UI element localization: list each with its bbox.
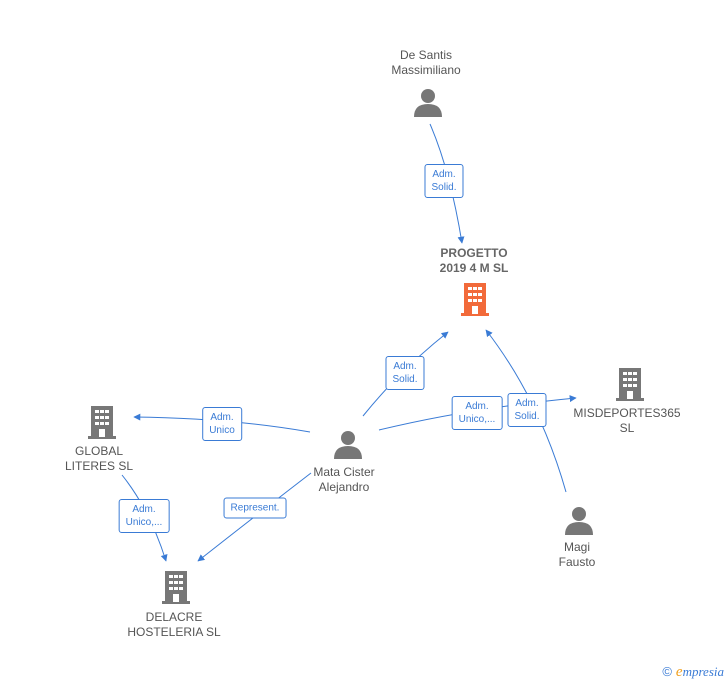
node-name-line2: Fausto: [558, 555, 596, 569]
person-icon[interactable]: [333, 430, 363, 460]
node-name-line1: MISDEPORTES365: [573, 406, 681, 420]
edge-label-magi-progetto[interactable]: Adm. Solid.: [507, 393, 547, 427]
node-name-line1: PROGETTO: [440, 246, 508, 260]
node-label-misdeportes[interactable]: MISDEPORTES365 SL: [573, 406, 680, 436]
node-label-magi[interactable]: Magi Fausto: [559, 540, 596, 570]
brand-initial: e: [675, 664, 683, 680]
edge-role-line2: Solid.: [514, 411, 540, 422]
node-name-line2: Alejandro: [318, 480, 370, 494]
node-name-line2: HOSTELERIA SL: [127, 625, 221, 639]
edge-label-mata-progetto[interactable]: Adm. Solid.: [385, 356, 425, 390]
node-name-line2: SL: [619, 421, 635, 435]
node-label-de-santis[interactable]: De Santis Massimiliano: [391, 48, 460, 78]
edge-mata-delacre: [197, 472, 312, 562]
edge-role-line1: Adm.: [465, 401, 489, 412]
brand-name: mpresia: [682, 664, 724, 679]
node-label-delacre[interactable]: DELACRE HOSTELERIA SL: [127, 610, 220, 640]
edge-role-line2: Solid.: [392, 374, 418, 385]
edge-label-global-delacre[interactable]: Adm. Unico,...: [118, 499, 170, 533]
edge-role-line1: Represent.: [230, 502, 280, 514]
node-label-global[interactable]: GLOBAL LITERES SL: [65, 444, 133, 474]
edge-role-line1: Adm.: [393, 361, 417, 372]
node-label-mata[interactable]: Mata Cister Alejandro: [313, 465, 374, 495]
edge-role-line2: Unico,...: [125, 517, 163, 528]
edge-role-line2: Solid.: [431, 182, 457, 193]
edge-label-mata-global[interactable]: Adm. Unico: [202, 407, 242, 441]
edge-label-desantis-progetto[interactable]: Adm. Solid.: [424, 164, 464, 198]
node-name-line1: Mata Cister: [313, 465, 375, 479]
node-name-line2: Massimiliano: [391, 63, 461, 77]
node-label-progetto[interactable]: PROGETTO 2019 4 M SL: [440, 246, 509, 276]
node-name-line2: LITERES SL: [64, 459, 134, 473]
copyright-icon: ©: [662, 664, 672, 679]
edge-role-line1: Adm.: [515, 398, 539, 409]
edge-role-line1: Adm.: [432, 169, 456, 180]
node-name-line1: GLOBAL: [74, 444, 124, 458]
edge-label-mata-misdeportes[interactable]: Adm. Unico,...: [451, 396, 503, 430]
node-name-line1: Magi: [563, 540, 590, 554]
building-icon[interactable]: [614, 367, 646, 401]
node-name-line1: DELACRE: [145, 610, 203, 624]
building-icon[interactable]: [160, 570, 192, 604]
edge-role-line2: Unico,...: [458, 414, 496, 425]
edge-role-line2: Unico: [209, 425, 235, 436]
node-name-line1: De Santis: [399, 48, 453, 62]
brand-footer[interactable]: ©empresia: [662, 664, 724, 681]
edge-role-line1: Adm.: [210, 412, 234, 423]
person-icon[interactable]: [564, 506, 594, 536]
edge-role-line1: Adm.: [132, 504, 156, 515]
person-icon[interactable]: [413, 88, 443, 118]
building-icon[interactable]: [86, 405, 118, 439]
building-icon[interactable]: [459, 282, 491, 316]
node-name-line2: 2019 4 M SL: [439, 261, 509, 275]
edge-label-mata-delacre[interactable]: Represent.: [223, 497, 287, 519]
